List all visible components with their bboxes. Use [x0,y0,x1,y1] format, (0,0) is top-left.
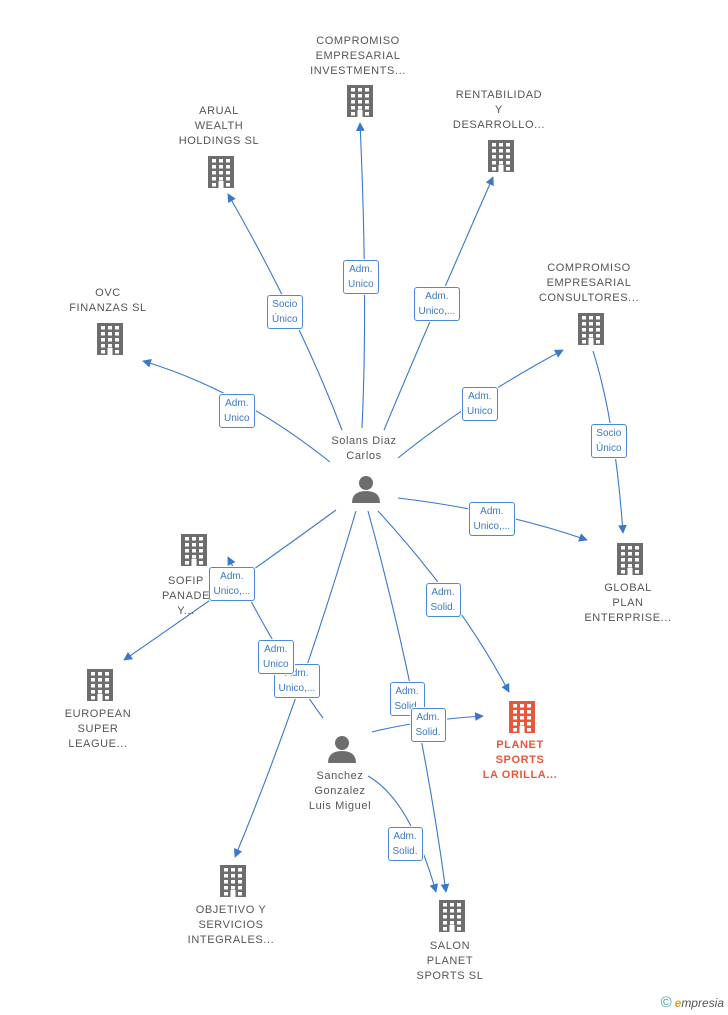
edge-label-sanchez-to-planet_orilla[interactable]: Adm. Solid. [410,708,446,742]
global-label[interactable]: GLOBAL PLAN ENTERPRISE... [584,581,672,624]
edge-sanchez-to-salon [367,775,439,893]
edge-label-solans-to-global[interactable]: Adm. Unico,... [468,502,516,536]
edge-label-solans-to-compromiso_inv[interactable]: Adm. Unico [343,260,379,294]
compromiso_cons-label[interactable]: COMPROMISO EMPRESARIAL CONSULTORES... [538,261,640,304]
edge-label-solans-to-ovc[interactable]: Adm. Unico [219,394,255,428]
compromiso_cons-building-icon[interactable] [578,313,604,345]
compromiso_inv-label[interactable]: COMPROMISO EMPRESARIAL INVESTMENTS... [310,34,406,77]
rentabilidad-building-icon[interactable] [488,140,514,172]
compromiso_inv-building-icon[interactable] [347,85,373,117]
edge-label-sanchez-to-sofip[interactable]: Adm. Unico [258,640,294,674]
arual-label[interactable]: ARUAL WEALTH HOLDINGS SL [178,104,260,147]
rentabilidad-label[interactable]: RENTABILIDAD Y DESARROLLO... [452,88,546,131]
brand-initial: e [674,996,682,1010]
brand-name: mpresia [681,996,724,1010]
global-building-icon[interactable] [617,543,643,575]
sanchez-person-icon[interactable] [328,736,356,763]
edge-label-solans-to-rentabilidad[interactable]: Adm. Unico,... [413,287,461,321]
ovc-label[interactable]: OVC FINANZAS SL [69,287,147,314]
edge-label-solans-to-european[interactable]: Adm. Unico,... [208,567,256,601]
objetivo-label[interactable]: OBJETIVO Y SERVICIOS INTEGRALES... [187,903,275,946]
edge-label-compromiso_cons-to-global[interactable]: Socio Único [591,424,627,458]
ovc-building-icon[interactable] [97,323,123,355]
copyright: ©empresia [661,994,724,1011]
arual-building-icon[interactable] [208,156,234,188]
sofip-label[interactable]: SOFIP PANADE Y... [161,574,211,617]
salon-label[interactable]: SALON PLANET SPORTS SL [416,939,484,982]
solans-label[interactable]: Solans Diaz Carlos [331,435,397,462]
sofip-building-icon[interactable] [181,534,207,566]
edge-label-solans-to-arual[interactable]: Socio Único [267,295,303,329]
planet_orilla-building-icon[interactable] [509,701,535,733]
european-building-icon[interactable] [87,669,113,701]
salon-building-icon[interactable] [439,900,465,932]
copyright-icon: © [660,994,672,1011]
planet_orilla-label[interactable]: PLANET SPORTS LA ORILLA... [482,738,558,781]
european-label[interactable]: EUROPEAN SUPER LEAGUE... [64,707,132,750]
sanchez-label[interactable]: Sanchez Gonzalez Luis Miguel [308,769,372,812]
objetivo-building-icon[interactable] [220,865,246,897]
edge-label-sanchez-to-salon[interactable]: Adm. Solid. [387,827,423,861]
solans-person-icon[interactable] [352,476,380,503]
edge-label-solans-to-planet_orilla[interactable]: Adm. Solid. [425,583,461,617]
edge-label-solans-to-compromiso_cons[interactable]: Adm. Unico [462,387,498,421]
